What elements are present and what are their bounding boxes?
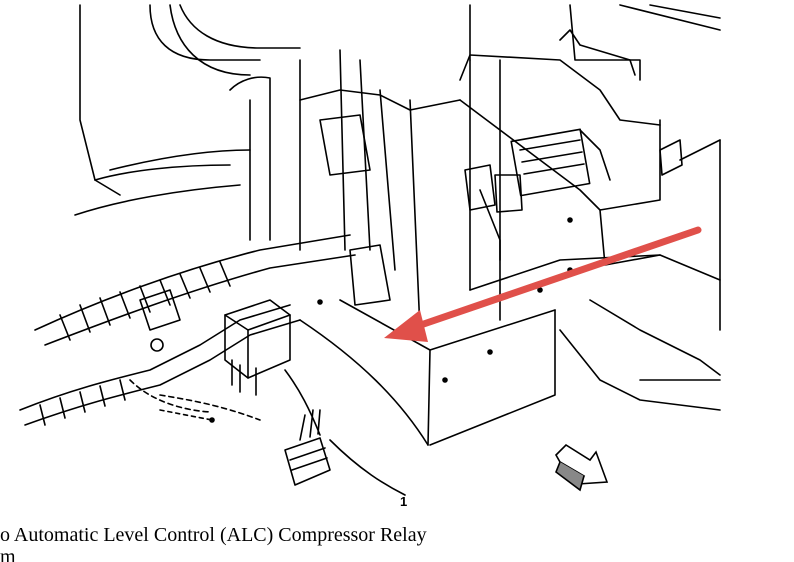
callout-number: 1 bbox=[400, 494, 408, 509]
caption-text: Automatic Level Control (ALC) Compressor… bbox=[13, 524, 427, 546]
wiring-harness bbox=[19, 234, 356, 426]
direction-arrow-icon bbox=[555, 443, 609, 492]
mounting-box bbox=[299, 217, 721, 446]
dash-panel bbox=[74, 4, 721, 331]
arrow-pointer bbox=[384, 226, 702, 342]
caption: o Automatic Level Control (ALC) Compress… bbox=[0, 524, 427, 547]
alc-compressor-relay bbox=[224, 299, 291, 396]
callout-leader-line bbox=[329, 439, 406, 496]
relay-connector bbox=[284, 369, 331, 486]
caption-prefix: o bbox=[0, 524, 10, 546]
caption-cutoff-line: m bbox=[0, 552, 16, 562]
relay-bracket bbox=[299, 29, 683, 331]
